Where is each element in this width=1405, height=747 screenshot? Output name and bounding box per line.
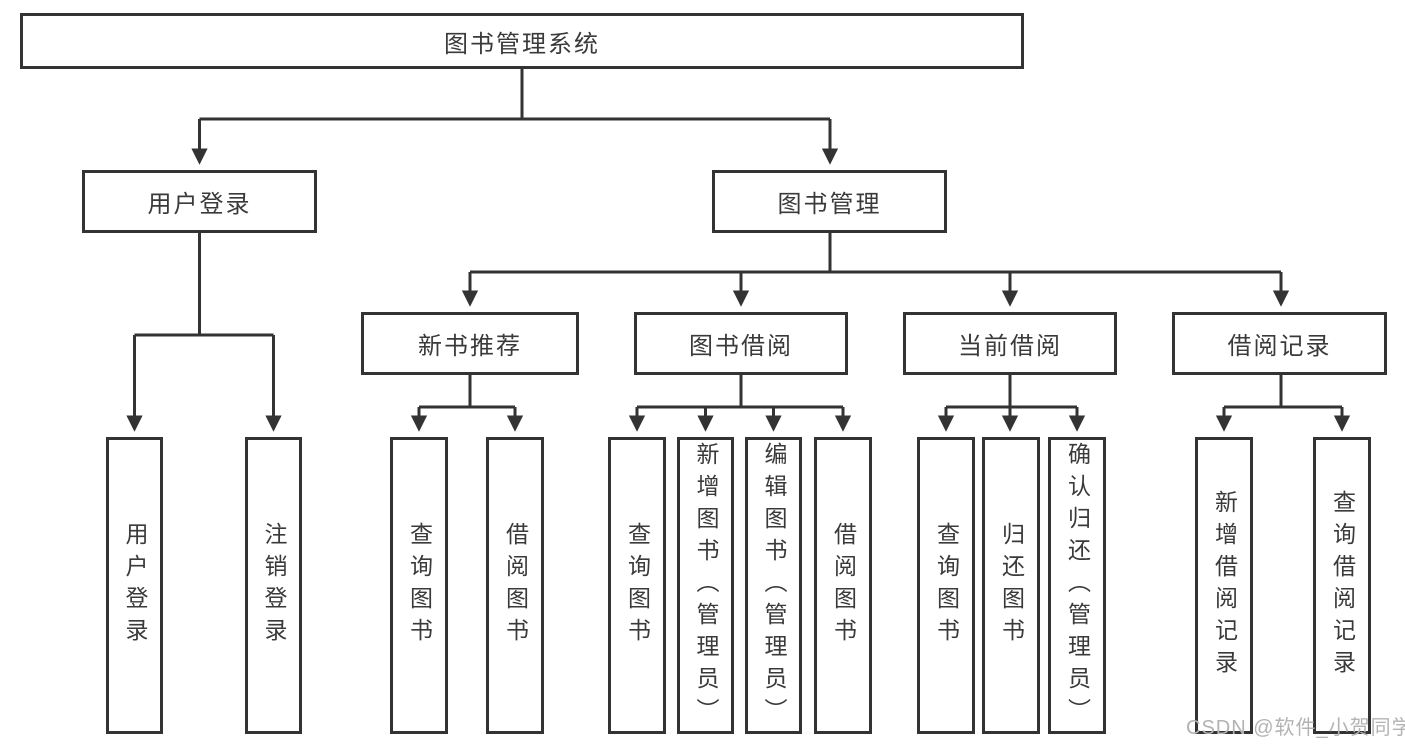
node-label: 借阅图书 <box>502 521 529 650</box>
node-current-borrowing: 当前借阅 <box>903 312 1117 375</box>
node-label: 确认归还（管理员） <box>1064 441 1091 730</box>
leaf-user-login: 用户登录 <box>106 437 163 734</box>
node-label: 借阅图书 <box>830 521 857 650</box>
node-label: 新增图书（管理员） <box>693 441 719 730</box>
leaf-current-confirm-return-admin: 确认归还（管理员） <box>1048 437 1106 734</box>
node-label: 用户登录 <box>122 521 148 650</box>
node-book-borrowing: 图书借阅 <box>634 312 848 375</box>
node-label: 新书推荐 <box>418 333 522 360</box>
node-borrowing-records: 借阅记录 <box>1172 312 1387 375</box>
node-label: 用户登录 <box>147 191 252 218</box>
node-label: 图书管理系统 <box>444 30 600 58</box>
leaf-records-query-borrow-record: 查询借阅记录 <box>1313 437 1371 734</box>
node-label: 图书借阅 <box>689 333 793 360</box>
node-label: 当前借阅 <box>958 333 1062 360</box>
node-label: 查询图书 <box>406 521 433 650</box>
node-label: 查询图书 <box>933 521 960 650</box>
node-user-login: 用户登录 <box>82 170 317 233</box>
leaf-current-query-books: 查询图书 <box>917 437 975 734</box>
leaf-borrowing-query-books: 查询图书 <box>608 437 666 734</box>
leaf-recommend-query-books: 查询图书 <box>390 437 448 734</box>
leaf-borrowing-add-books-admin: 新增图书（管理员） <box>677 437 734 734</box>
leaf-borrowing-edit-books-admin: 编辑图书（管理员） <box>745 437 802 734</box>
node-label: 新增借阅记录 <box>1211 489 1238 682</box>
leaf-current-return-books: 归还图书 <box>982 437 1040 734</box>
node-label: 归还图书 <box>998 521 1025 650</box>
node-label: 查询借阅记录 <box>1329 489 1356 682</box>
node-library-management-system: 图书管理系统 <box>20 13 1024 69</box>
node-label: 查询图书 <box>624 521 651 650</box>
node-book-management: 图书管理 <box>712 170 947 233</box>
node-label: 注销登录 <box>261 521 287 650</box>
node-new-book-recommendation: 新书推荐 <box>361 312 579 375</box>
leaf-logout-login: 注销登录 <box>245 437 302 734</box>
node-label: 借阅记录 <box>1227 333 1332 360</box>
watermark: CSDN @软件_小贺同学 <box>1186 717 1405 739</box>
node-label: 编辑图书（管理员） <box>761 441 787 730</box>
node-label: 图书管理 <box>777 191 882 218</box>
leaf-records-add-borrow-record: 新增借阅记录 <box>1195 437 1253 734</box>
leaf-borrowing-borrow-books: 借阅图书 <box>814 437 872 734</box>
leaf-recommend-borrow-books: 借阅图书 <box>486 437 544 734</box>
